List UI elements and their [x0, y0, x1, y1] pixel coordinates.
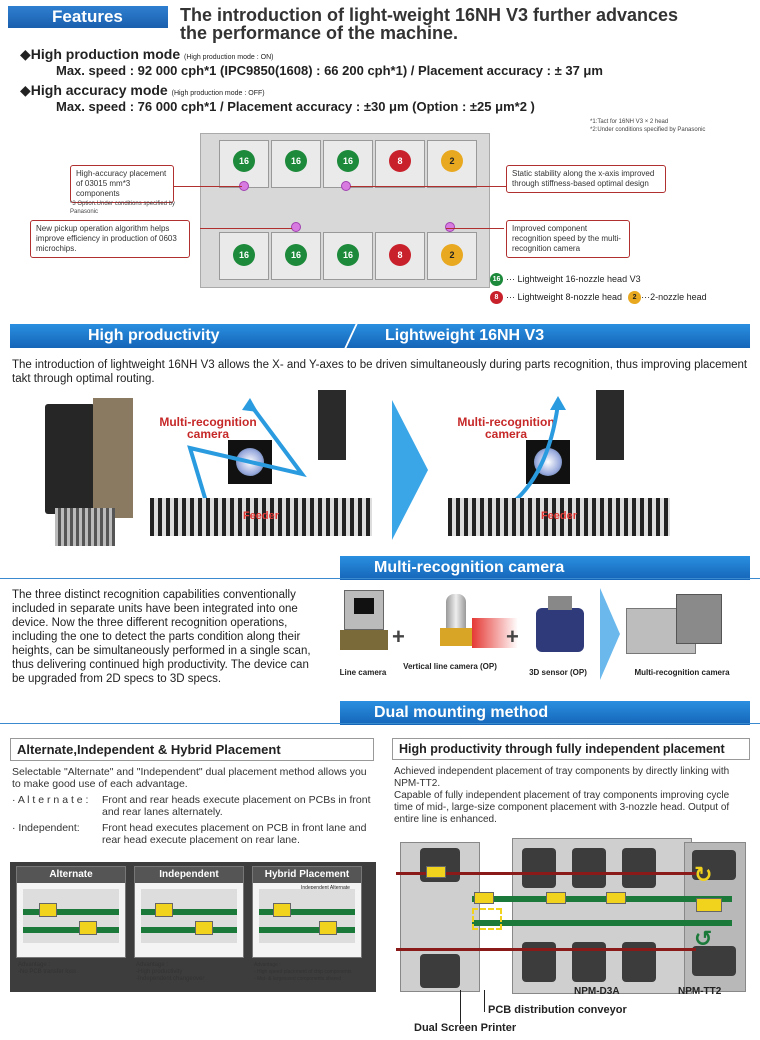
arrow-right-icon [600, 588, 620, 680]
head-legend: 16 ··· Lightweight 16-nozzle head V3 8 ·… [490, 272, 755, 305]
head-16-icon: 16 [337, 150, 359, 172]
head-16-icon: 16 [490, 272, 503, 286]
plus-icon: + [392, 624, 405, 649]
camera-icon [228, 440, 272, 484]
head-2-icon: 2 [441, 244, 463, 266]
vertical-camera-image [426, 594, 518, 658]
productivity-text: The introduction of lightweight 16NH V3 … [12, 359, 748, 385]
high-production-mode: ◆High production mode (High production m… [20, 46, 603, 78]
mini-alternate-advantage: Advantage : -No PCB transfer loss [18, 962, 77, 975]
label-npm-d3a: NPM-D3A [574, 986, 620, 997]
plus-icon: + [506, 624, 519, 649]
multi-camera-banner: Multi-recognition camera [340, 556, 750, 580]
rotate-arrow-icon: ↺ [694, 926, 713, 951]
independent-placement-text: Achieved independent placement of tray c… [394, 766, 730, 825]
head-16-icon: 16 [233, 150, 255, 172]
routing-diagram-after: Multi-recognition camera Feeder [448, 390, 670, 550]
callout-recognition-speed: Improved component recognition speed by … [506, 220, 630, 258]
footnotes: *1:Tact for 16NH V3 × 2 head *2:Under co… [590, 119, 706, 133]
feeder: Feeder [448, 498, 670, 536]
alternate-independent-title: Alternate,Independent & Hybrid Placement [10, 738, 374, 761]
productivity-banner: High productivity Lightweight 16NH V3 [10, 324, 750, 348]
head-8-icon: 8 [389, 244, 411, 266]
label-printer: Dual Screen Printer [414, 1022, 517, 1034]
mini-independent-advantage: Advantage : -High productivity -Independ… [136, 962, 205, 982]
head-16-icon: 16 [285, 150, 307, 172]
independent-placement-title: High productivity through fully independ… [392, 738, 750, 760]
mini-hybrid: Hybrid Placement Independent Alternate [252, 866, 362, 958]
sensor-3d-image [530, 594, 594, 658]
route-arrow [187, 398, 307, 509]
mini-hybrid-advantage: Advantage : - High speed placement of ch… [254, 962, 352, 982]
line-camera-image [336, 590, 392, 656]
callout-note: *3 Option.Under conditions specified by … [70, 201, 176, 215]
high-accuracy-mode: ◆High accuracy mode (High production mod… [20, 82, 535, 114]
dual-mounting-banner: Dual mounting method [340, 701, 750, 725]
rotate-arrow-icon: ↻ [694, 862, 713, 887]
head-8-icon: 8 [389, 150, 411, 172]
label-conveyor: PCB distribution conveyor [488, 1004, 627, 1016]
head-2-icon: 2 [628, 290, 642, 304]
marker-dot [291, 222, 301, 232]
features-tag: Features [8, 6, 168, 28]
marker-dot [445, 222, 455, 232]
head-unit-image [45, 398, 135, 548]
label-npm-tt2: NPM-TT2 [678, 986, 722, 997]
mini-alternate: Alternate [16, 866, 126, 958]
head-machine-diagram: 16 16 16 8 2 16 16 16 8 2 [200, 133, 490, 288]
multi-camera-image [626, 590, 736, 658]
head-16-icon: 16 [337, 244, 359, 266]
mini-independent: Independent [134, 866, 244, 958]
multi-camera-text: The three distinct recognition capabilit… [12, 589, 311, 685]
alternate-independent-text: Selectable "Alternate" and "Independent"… [12, 766, 371, 846]
head-16-icon: 16 [233, 244, 255, 266]
production-line-diagram: ↻ ↺ NPM-D3A NPM-TT2 [396, 838, 752, 1002]
callout-static-stability: Static stability along the x-axis improv… [506, 165, 666, 193]
callout-high-accuracy: High-accuracy placement of 03015 mm*3 co… [70, 165, 174, 203]
features-headline: The introduction of light-weight 16NH V3… [180, 5, 679, 43]
head-8-icon: 8 [490, 290, 503, 304]
routing-diagram-before: Multi-recognition camera Feeder [150, 390, 372, 550]
arrow-right-icon [392, 400, 428, 540]
head-16-icon: 16 [285, 244, 307, 266]
callout-pickup-algorithm: New pickup operation algorithm helps imp… [30, 220, 190, 258]
feeder: Feeder [150, 498, 372, 536]
head-2-icon: 2 [441, 150, 463, 172]
